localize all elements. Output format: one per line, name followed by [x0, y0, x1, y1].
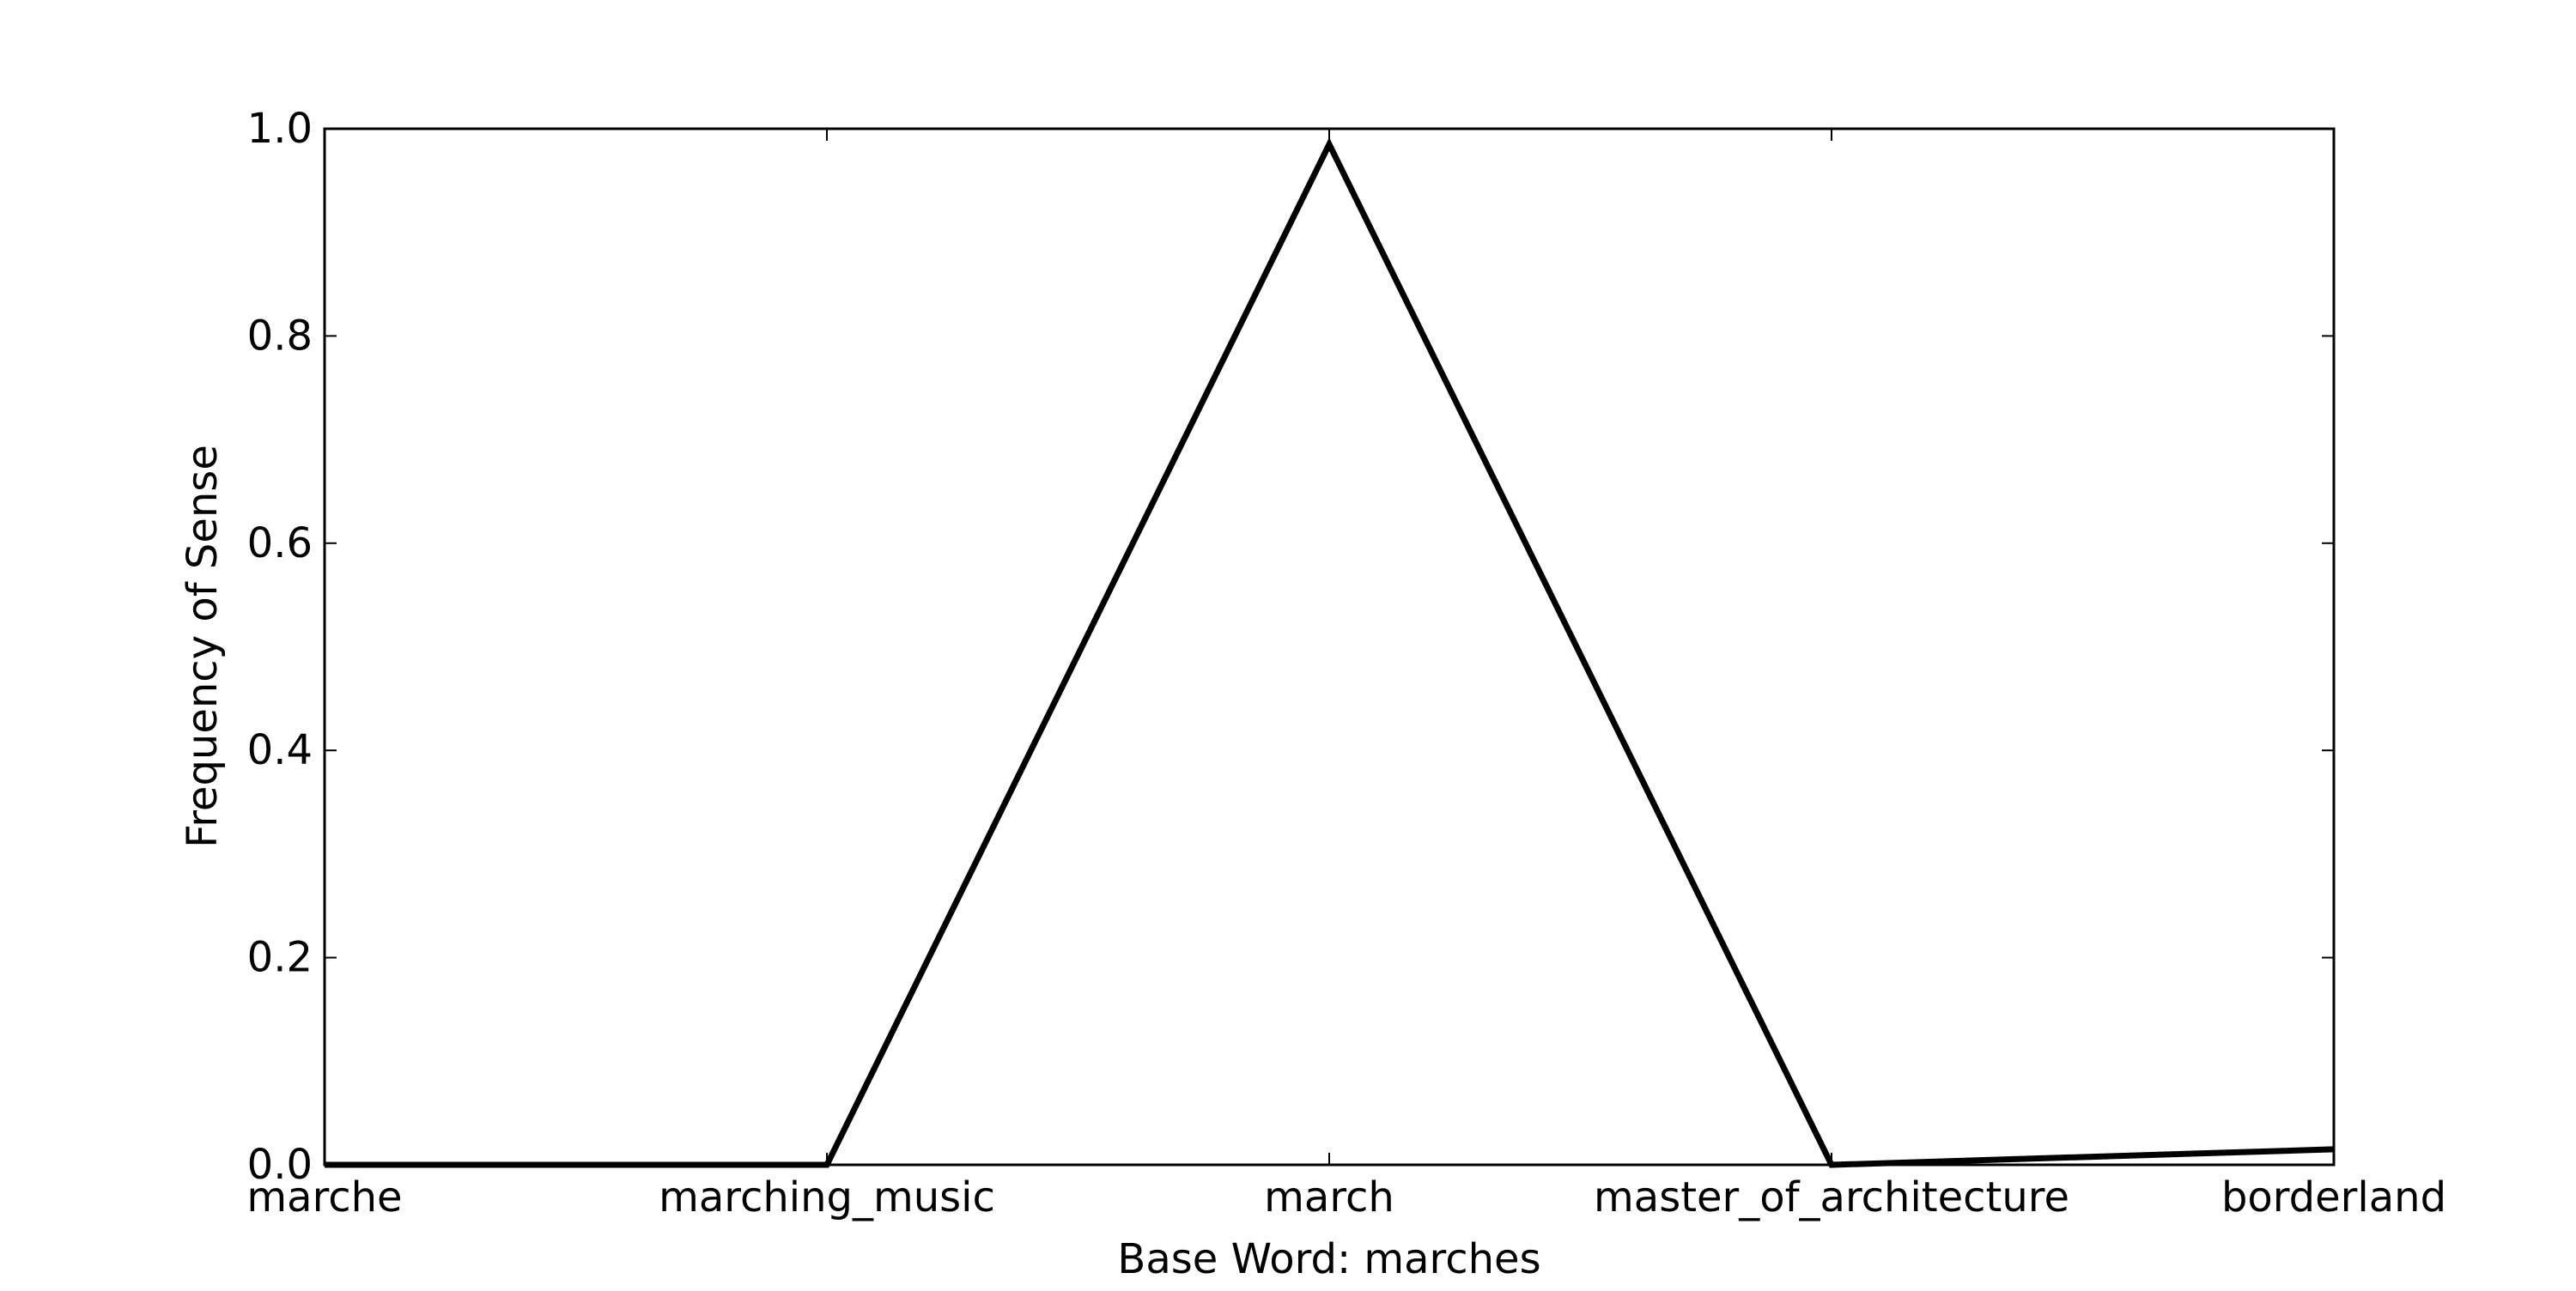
series-line — [325, 137, 2335, 1168]
plot-frame — [323, 127, 2336, 1167]
y-tick-label: 0.4 — [247, 726, 313, 774]
x-tick-labels: marche marching_music march master_of_archi… — [246, 1173, 2446, 1221]
x-tick-label: march — [1264, 1173, 1394, 1221]
x-tick-label: borderland — [2221, 1173, 2446, 1221]
y-axis-label: Frequency of Sense — [179, 445, 227, 848]
y-tick-label: 0.6 — [247, 519, 313, 567]
y-tick-label: 1.0 — [247, 105, 313, 153]
series-layer — [325, 137, 2335, 1168]
y-tick-label: 0.0 — [247, 1141, 313, 1189]
tick-marks — [324, 128, 2335, 1166]
x-tick-label: master_of_architecture — [1594, 1173, 2069, 1221]
x-axis-label: Base Word: marches — [1117, 1235, 1540, 1283]
y-tick-label: 0.8 — [247, 312, 313, 360]
x-tick-label: marche — [246, 1173, 402, 1221]
y-tick-labels: 0.0 0.2 0.4 0.6 0.8 1.0 — [247, 105, 313, 1189]
y-tick-label: 0.2 — [247, 934, 313, 982]
x-tick-label: marching_music — [659, 1173, 995, 1221]
